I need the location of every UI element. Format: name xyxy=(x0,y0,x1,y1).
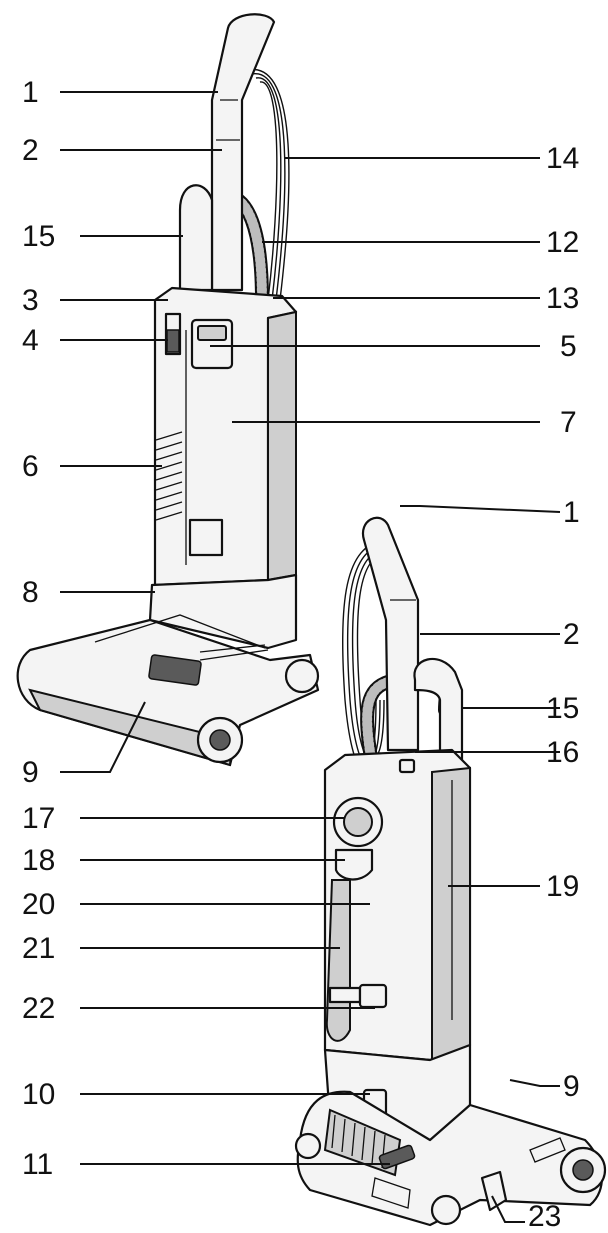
callout-22: 22 xyxy=(22,992,55,1025)
wheel-front-right xyxy=(284,658,320,694)
callout-9-rear: 9 xyxy=(563,1070,580,1103)
callout-23: 23 xyxy=(528,1200,561,1233)
hose-latch xyxy=(398,758,416,774)
callout-2-front: 2 xyxy=(22,134,39,167)
release-pedal xyxy=(480,1170,508,1212)
callout-21: 21 xyxy=(22,932,55,965)
main-body-rear xyxy=(323,748,472,1062)
callout-20: 20 xyxy=(22,888,55,921)
callout-9-front: 9 xyxy=(22,756,39,789)
leader-lines xyxy=(60,91,561,1223)
control-panel xyxy=(148,654,202,686)
callout-5: 5 xyxy=(560,330,577,363)
callout-10: 10 xyxy=(22,1078,55,1111)
wheel-rear-left xyxy=(430,1194,462,1226)
callout-8: 8 xyxy=(22,576,39,609)
callout-16: 16 xyxy=(546,736,579,769)
callout-19: 19 xyxy=(546,870,579,903)
callout-4: 4 xyxy=(22,324,39,357)
handle-front xyxy=(210,13,276,292)
callout-1-rear: 1 xyxy=(563,496,580,529)
floor-head-front xyxy=(16,614,320,767)
callout-15-rear: 15 xyxy=(546,692,579,725)
power-cord-front xyxy=(247,68,290,301)
callout-11: 11 xyxy=(22,1148,53,1181)
callout-7: 7 xyxy=(560,406,577,439)
main-body-front xyxy=(153,286,298,587)
exhaust-vents xyxy=(155,431,183,521)
callout-3: 3 xyxy=(22,284,39,317)
callout-18: 18 xyxy=(22,844,55,877)
hose-holder xyxy=(334,848,374,881)
cord-hook xyxy=(358,983,388,1009)
callout-labels: 1 2 14 15 12 3 13 4 5 7 6 8 9 1 2 15 16 … xyxy=(22,76,580,1233)
callout-13: 13 xyxy=(546,282,579,315)
callout-14: 14 xyxy=(546,142,579,175)
on-off-switch xyxy=(166,329,180,353)
callout-12: 12 xyxy=(546,226,579,259)
floor-head-rear xyxy=(294,1090,607,1227)
tool-clip xyxy=(328,986,362,1004)
callout-15-front: 15 xyxy=(22,220,55,253)
vacuum-front-view xyxy=(16,13,320,767)
brush-drive xyxy=(378,1144,416,1170)
carry-handle-front xyxy=(178,184,214,292)
callout-17: 17 xyxy=(22,802,55,835)
callout-2-rear: 2 xyxy=(563,618,580,651)
vacuum-rear-view xyxy=(294,516,607,1227)
callout-6: 6 xyxy=(22,450,39,483)
callout-1-front: 1 xyxy=(22,76,39,109)
